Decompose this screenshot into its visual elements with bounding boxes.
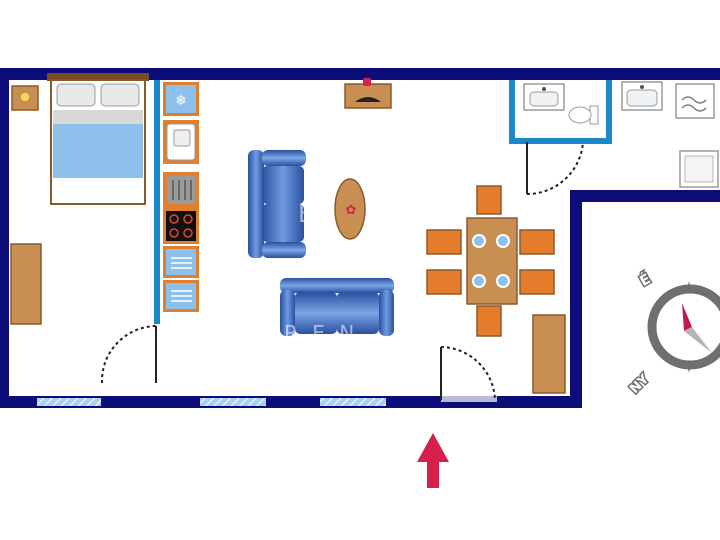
coffee-table bbox=[334, 178, 366, 240]
dining-area bbox=[426, 185, 566, 394]
compass-west-label: NY bbox=[627, 371, 652, 396]
flower-icon: ✿ bbox=[346, 203, 357, 218]
bathroom-wall-right bbox=[606, 80, 612, 144]
entrance-door-swing bbox=[440, 346, 496, 401]
compass: É NY bbox=[626, 269, 720, 398]
bedroom-partition bbox=[154, 80, 160, 324]
top-wall bbox=[0, 68, 720, 80]
cutlery-icon-2 bbox=[171, 290, 192, 302]
bathroom-wall-bottom bbox=[509, 138, 612, 144]
bedroom bbox=[10, 73, 149, 325]
toilet bbox=[568, 105, 599, 125]
bathroom-door-swing bbox=[526, 141, 584, 196]
compass-needle-north bbox=[682, 303, 692, 331]
bathroom bbox=[523, 83, 599, 125]
sofa-vertical bbox=[248, 150, 306, 258]
dining-table bbox=[466, 217, 518, 305]
window-living-1 bbox=[200, 398, 266, 406]
lamp-icon bbox=[19, 91, 31, 103]
bedroom-door-swing bbox=[100, 325, 157, 384]
plates bbox=[472, 234, 510, 288]
hallway-fixtures bbox=[621, 81, 719, 188]
wardrobe bbox=[10, 243, 42, 325]
desk-phone-icon bbox=[355, 97, 381, 102]
bed-blanket bbox=[53, 124, 143, 178]
snowflake-icon: ❄ bbox=[175, 93, 187, 109]
entrance-arrow-icon bbox=[417, 433, 449, 488]
kitchen: ❄ bbox=[163, 82, 199, 312]
bed-fold bbox=[53, 110, 143, 124]
right-wall-lower bbox=[570, 190, 582, 408]
bed-headboard bbox=[47, 73, 149, 81]
bottom-wall bbox=[0, 396, 582, 408]
corridor-wall bbox=[570, 190, 720, 202]
dining-chairs bbox=[426, 185, 555, 337]
left-wall bbox=[0, 68, 9, 408]
window-living-2 bbox=[320, 398, 386, 406]
desk-lamp-icon bbox=[363, 78, 371, 86]
doors bbox=[100, 141, 584, 401]
window-bedroom bbox=[37, 398, 101, 406]
entrance-opening bbox=[441, 396, 497, 402]
pillow-right bbox=[100, 83, 140, 107]
compass-needle-south bbox=[684, 327, 712, 353]
sideboard bbox=[532, 314, 566, 394]
bathroom-wall-left bbox=[509, 80, 515, 142]
compass-north-label: É bbox=[637, 270, 654, 290]
living-room: ✿ B R E N bbox=[248, 78, 394, 345]
windows bbox=[37, 396, 497, 406]
walls bbox=[0, 68, 720, 408]
watermark-bottom: R E N bbox=[284, 321, 358, 345]
watermark-top: B bbox=[298, 200, 314, 228]
desk bbox=[344, 83, 392, 109]
sofa-horizontal bbox=[280, 278, 394, 336]
cutlery-icon bbox=[171, 257, 192, 269]
pillow-left bbox=[56, 83, 96, 107]
